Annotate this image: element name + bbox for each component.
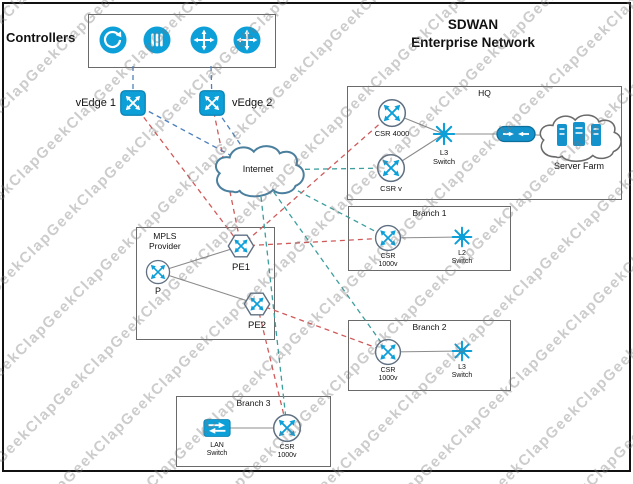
branch1-box: Branch 1 [348, 206, 511, 271]
connection-mpls-p-pe1 [157, 245, 242, 273]
internet-label: Internet [242, 164, 274, 174]
connection-pe2-b3-csr [256, 303, 288, 429]
controllers-box [88, 14, 276, 68]
connection-mpls-p-pe2 [157, 271, 258, 305]
branch2-label: Branch 2 [412, 322, 447, 332]
vedge1-label: vEdge 1 [75, 97, 116, 109]
branch1-switch-label: L2 Switch [451, 250, 473, 266]
diagram-title: SDWAN Enterprise Network [363, 16, 583, 51]
branch2-box: Branch 2 [348, 320, 511, 391]
hq-label: HQ [478, 88, 491, 98]
branch2-switch-label: L3 Switch [451, 364, 473, 380]
router-icon [374, 338, 402, 366]
sdwan-edge-icon [119, 89, 147, 117]
branch1-label: Branch 1 [412, 208, 447, 218]
hq-csrv-label: CSR v [380, 184, 402, 193]
mpls-p-label: P [154, 286, 161, 296]
pe2-label: PE2 [248, 320, 266, 331]
hq-csr4000-label: CSR 4000 [374, 129, 410, 138]
workgroup-switch-icon [202, 418, 232, 438]
bars-circle-icon [143, 26, 171, 54]
router-icon [145, 259, 171, 285]
cross-arrows-circle-icon [190, 26, 218, 54]
sync-circle-icon [99, 26, 127, 54]
branch3-switch-label: LAN Switch [206, 442, 228, 458]
mpls-provider-box: MPLS Provider [136, 227, 275, 340]
branch3-box: Branch 3 [176, 396, 331, 467]
mpls-label: MPLS Provider [149, 231, 181, 252]
pe1-label: PE1 [232, 262, 250, 273]
server-farm-icon [539, 113, 623, 163]
router-icon [374, 224, 402, 252]
vedge2-label: vEdge 2 [232, 97, 273, 109]
cross-arrows-circle-icon [233, 26, 261, 54]
branch3-label: Branch 3 [236, 398, 271, 408]
connection-internet-b3-csr [257, 169, 288, 429]
connection-internet-b2-csr [257, 169, 389, 353]
connection-internet-b1-csr [257, 169, 389, 239]
provider-edge-router-icon [227, 234, 255, 258]
hq-l3-switch-label: L3 Switch [432, 148, 456, 166]
outer-border [2, 2, 631, 472]
controllers-heading: Controllers [6, 30, 76, 45]
branch3-csr-label: CSR 1000v [277, 444, 297, 460]
title-line2: Enterprise Network [411, 34, 535, 50]
connection-pe1-b1-csr [240, 237, 389, 247]
multilayer-switch-icon [451, 340, 473, 362]
router-icon [376, 153, 406, 183]
3d-router-icon [496, 125, 536, 143]
multilayer-switch-icon [432, 122, 456, 146]
router-icon [377, 98, 407, 128]
sdwan-edge-icon [198, 89, 226, 117]
server-farm-label: Server Farm [553, 161, 604, 171]
connection-vedge1-pe1 [132, 102, 242, 247]
provider-edge-router-icon [243, 292, 271, 316]
router-icon [272, 413, 302, 443]
connection-hq-csr4000-pe1 [240, 112, 393, 247]
multilayer-switch-icon [451, 226, 473, 248]
title-line1: SDWAN [447, 17, 499, 32]
branch1-csr-label: CSR 1000v [378, 253, 398, 269]
branch2-csr-label: CSR 1000v [378, 367, 398, 383]
